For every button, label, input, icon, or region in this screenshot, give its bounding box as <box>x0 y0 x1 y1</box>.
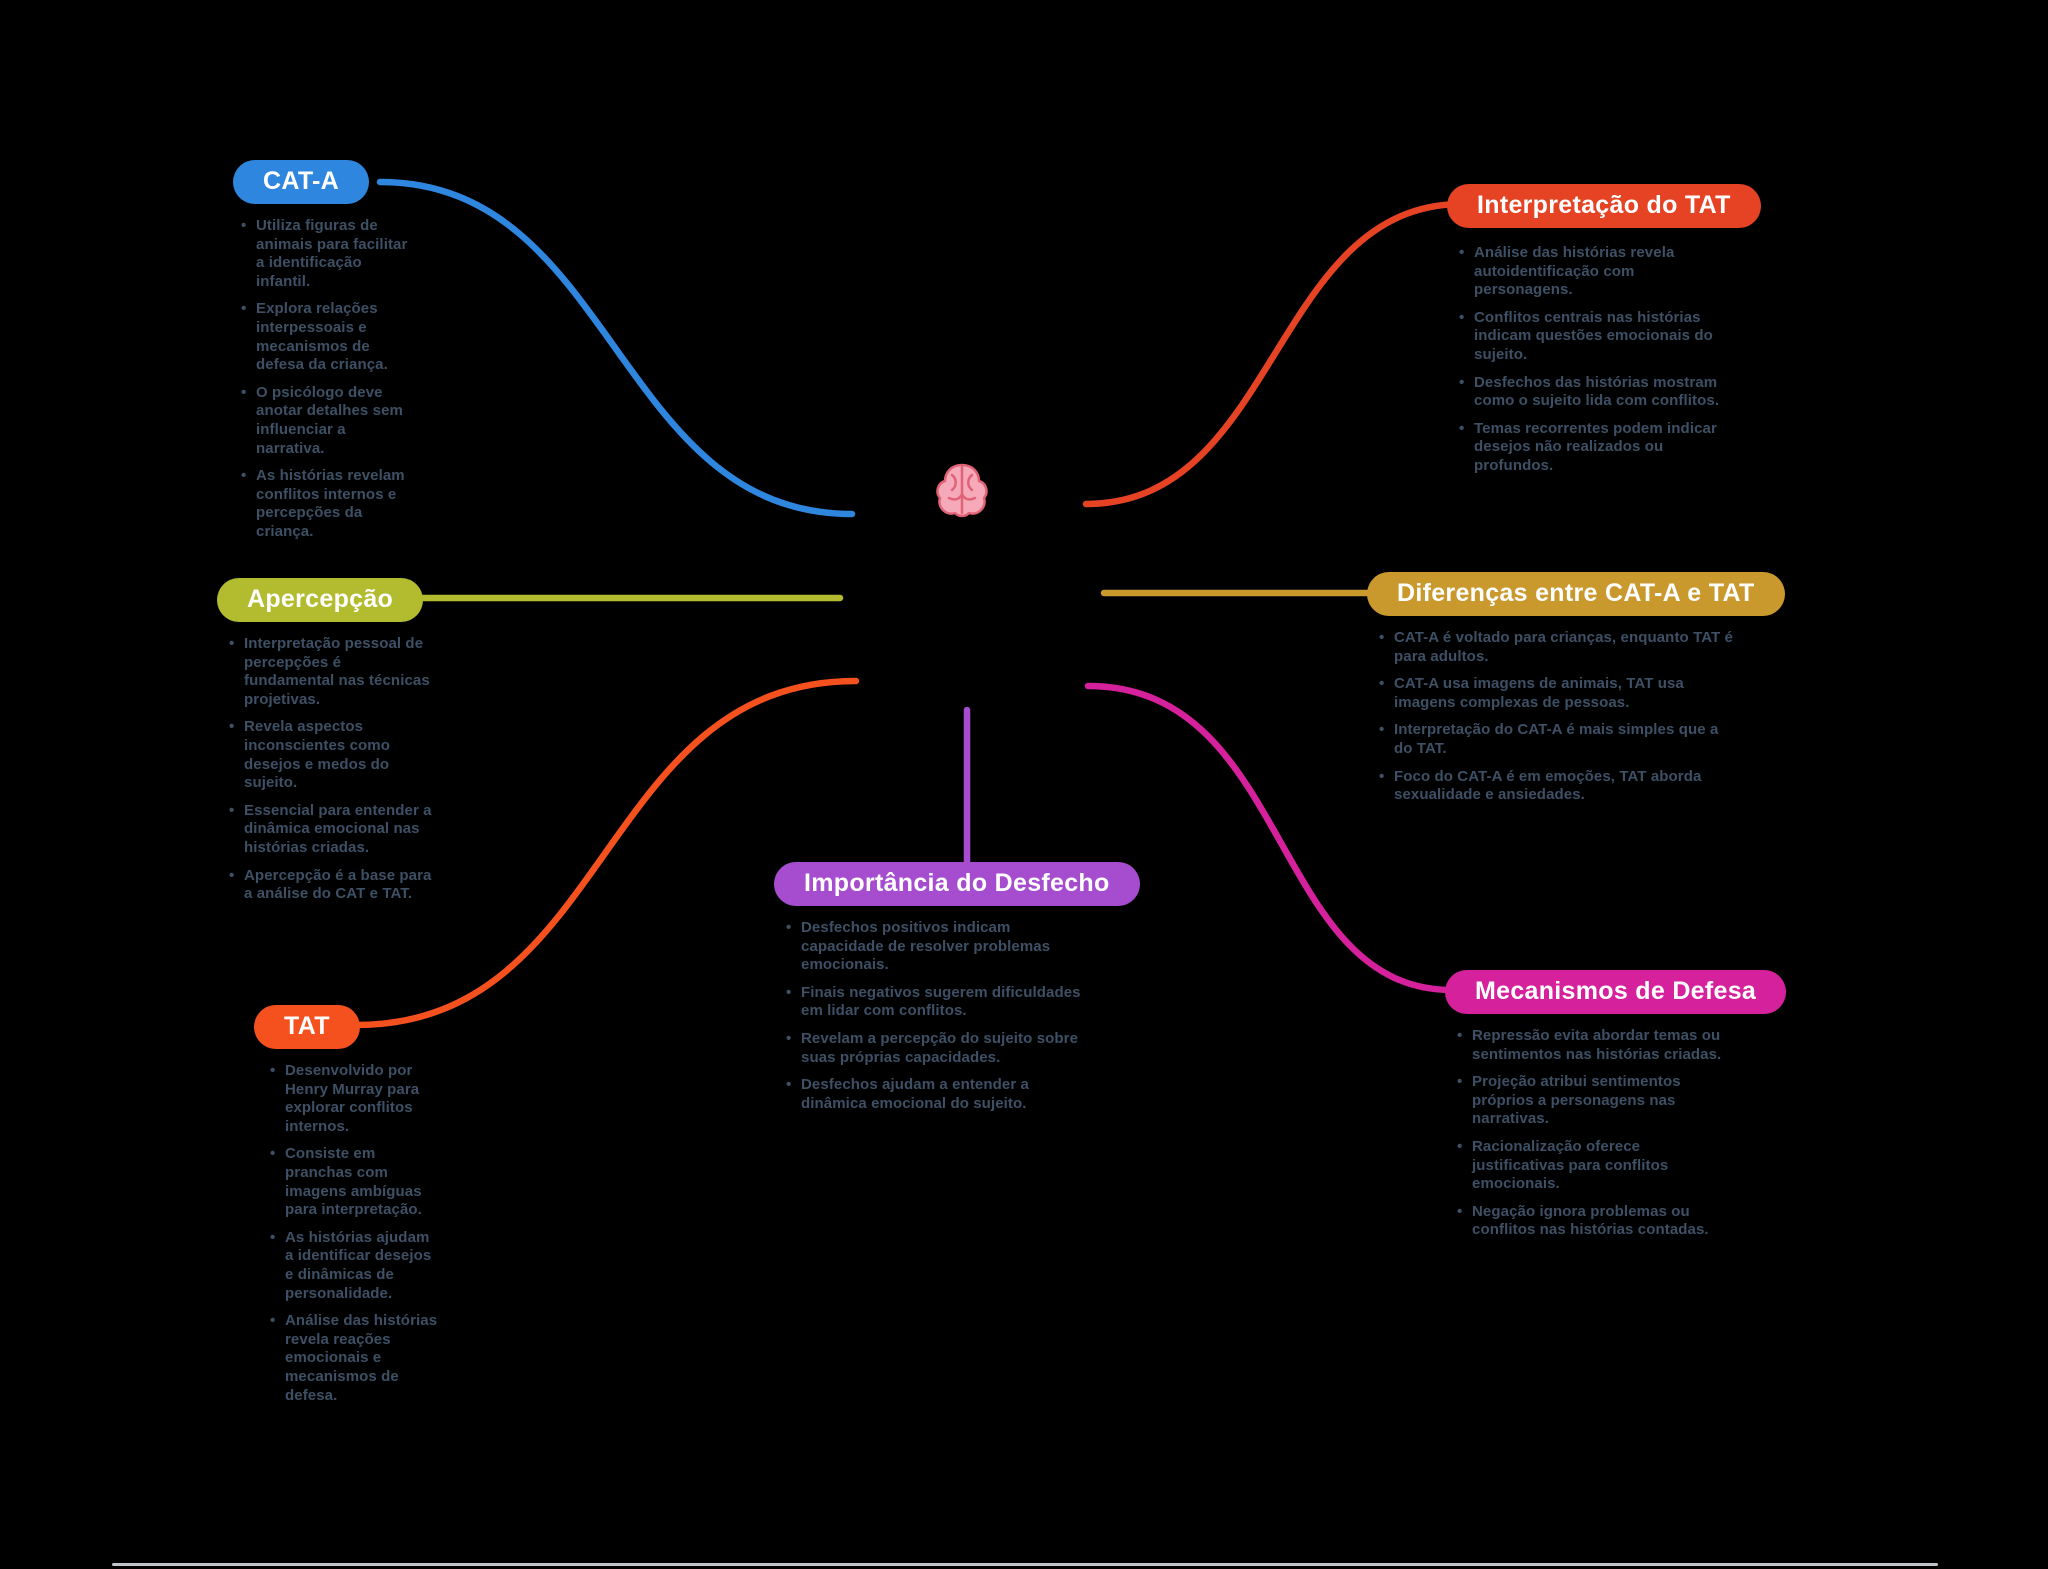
branch-pill-apercepcao[interactable]: Apercepção <box>217 578 424 622</box>
branch-items-desfecho: Desfechos positivos indicam capacidade d… <box>784 919 1095 1113</box>
branch-items-mecanismos: Repressão evita abordar temas ou sentime… <box>1455 1027 1736 1240</box>
branch-items-interpretacao-tat: Análise das histórias revela autoidentif… <box>1457 244 1728 476</box>
list-item: Utiliza figuras de animais para facilita… <box>239 217 415 291</box>
branch-pill-mecanismos[interactable]: Mecanismos de Defesa <box>1445 970 1787 1014</box>
bottom-divider <box>112 1563 1938 1566</box>
list-item: Temas recorrentes podem indicar desejos … <box>1457 420 1728 476</box>
branch-pill-diferencas[interactable]: Diferenças entre CAT-A e TAT <box>1367 572 1785 616</box>
list-item: Análise das histórias revela reações emo… <box>268 1312 439 1405</box>
list-item: Interpretação pessoal de percepções é fu… <box>227 635 433 709</box>
central-node[interactable] <box>930 458 994 522</box>
list-item: Repressão evita abordar temas ou sentime… <box>1455 1027 1736 1064</box>
list-item: Consiste em pranchas com imagens ambígua… <box>268 1145 439 1219</box>
branch-pill-desfecho[interactable]: Importância do Desfecho <box>774 862 1140 906</box>
list-item: Desenvolvido por Henry Murray para explo… <box>268 1062 439 1136</box>
list-item: Foco do CAT-A é em emoções, TAT aborda s… <box>1377 768 1741 805</box>
branch-diferencas: Diferenças entre CAT-A e TAT CAT-A é vol… <box>1367 572 1785 814</box>
list-item: Apercepção é a base para a análise do CA… <box>227 867 433 904</box>
branch-pill-cat-a[interactable]: CAT-A <box>233 160 370 204</box>
list-item: As histórias revelam conflitos internos … <box>239 467 415 541</box>
branch-items-cat-a: Utiliza figuras de animais para facilita… <box>239 217 415 542</box>
list-item: Revela aspectos inconscientes como desej… <box>227 718 433 792</box>
list-item: Essencial para entender a dinâmica emoci… <box>227 802 433 858</box>
connector-interpretacao-tat <box>1082 200 1466 508</box>
branch-items-diferencas: CAT-A é voltado para crianças, enquanto … <box>1377 629 1741 805</box>
list-item: Racionalização oferece justificativas pa… <box>1455 1138 1736 1194</box>
list-item: Conflitos centrais nas histórias indicam… <box>1457 309 1728 365</box>
list-item: CAT-A é voltado para crianças, enquanto … <box>1377 629 1741 666</box>
list-item: O psicólogo deve anotar detalhes sem inf… <box>239 384 415 458</box>
branch-desfecho: Importância do Desfecho Desfechos positi… <box>774 862 1140 1122</box>
list-item: As histórias ajudam a identificar desejo… <box>268 1229 439 1303</box>
branch-tat: TAT Desenvolvido por Henry Murray para e… <box>254 1005 439 1414</box>
brain-icon <box>936 463 988 518</box>
list-item: Desfechos positivos indicam capacidade d… <box>784 919 1095 975</box>
list-item: Análise das histórias revela autoidentif… <box>1457 244 1728 300</box>
branch-items-apercepcao: Interpretação pessoal de percepções é fu… <box>227 635 433 904</box>
list-item: Desfechos das histórias mostram como o s… <box>1457 374 1728 411</box>
list-item: CAT-A usa imagens de animais, TAT usa im… <box>1377 675 1741 712</box>
branch-apercepcao: Apercepção Interpretação pessoal de perc… <box>217 578 433 913</box>
list-item: Desfechos ajudam a entender a dinâmica e… <box>784 1076 1095 1113</box>
list-item: Revelam a percepção do sujeito sobre sua… <box>784 1030 1095 1067</box>
branch-pill-interpretacao-tat[interactable]: Interpretação do TAT <box>1447 184 1761 228</box>
branch-pill-tat[interactable]: TAT <box>254 1005 360 1049</box>
connector-cat-a <box>376 178 856 518</box>
list-item: Interpretação do CAT-A é mais simples qu… <box>1377 721 1741 758</box>
list-item: Projeção atribui sentimentos próprios a … <box>1455 1073 1736 1129</box>
branch-items-tat: Desenvolvido por Henry Murray para explo… <box>268 1062 439 1405</box>
branch-mecanismos: Mecanismos de Defesa Repressão evita abo… <box>1445 970 1787 1249</box>
list-item: Finais negativos sugerem dificuldades em… <box>784 984 1095 1021</box>
list-item: Negação ignora problemas ou conflitos na… <box>1455 1203 1736 1240</box>
branch-interpretacao-tat: Interpretação do TAT Análise das históri… <box>1447 184 1761 485</box>
list-item: Explora relações interpessoais e mecanis… <box>239 300 415 374</box>
branch-cat-a: CAT-A Utiliza figuras de animais para fa… <box>233 160 415 551</box>
